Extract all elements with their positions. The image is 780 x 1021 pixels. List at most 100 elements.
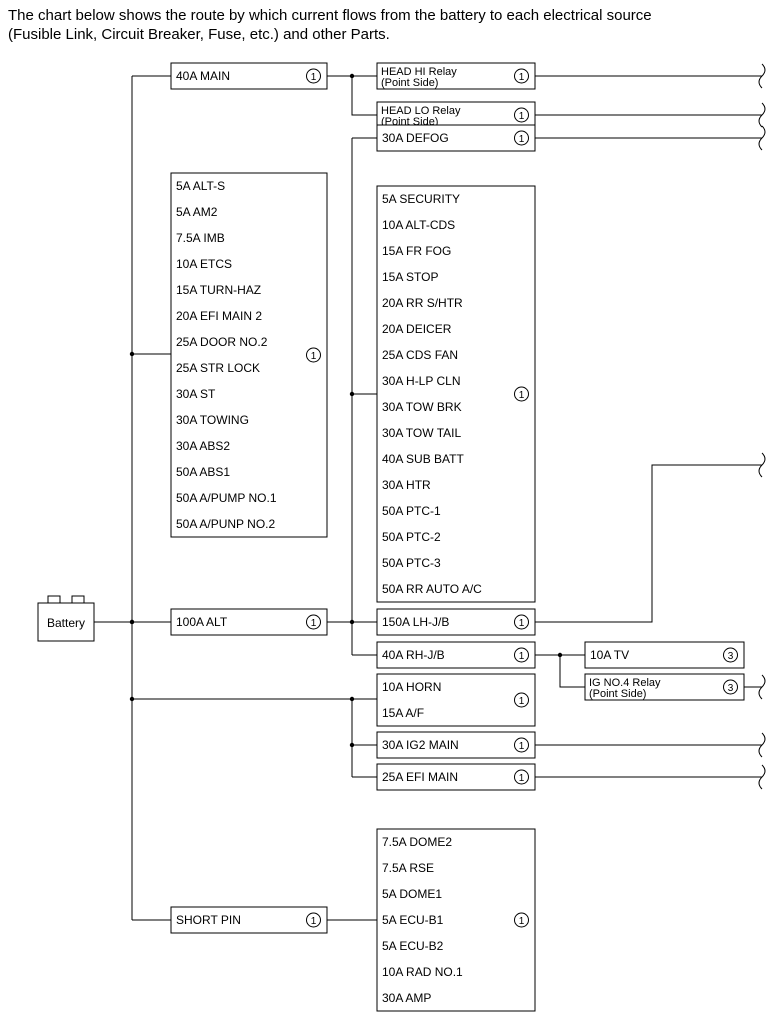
head-hi-relay	[376, 62, 536, 90]
ref-circle	[514, 130, 529, 146]
ref-number: 1	[519, 696, 525, 707]
alt-fuse-group-item: 20A DEICER	[382, 322, 452, 336]
ref-circle	[306, 912, 321, 928]
continuation-mark	[758, 674, 766, 700]
ref-number: 3	[728, 683, 734, 694]
continuation-mark	[758, 102, 766, 128]
battery-terminal	[71, 595, 85, 604]
short-pin-fuse-group-item: 5A ECU-B2	[382, 939, 444, 953]
alt-fuse-group-item: 30A TOW BRK	[382, 400, 462, 414]
battery-terminal	[47, 595, 61, 604]
fuse-10a-tv	[584, 641, 745, 669]
battery-fuse-group-item: 50A ABS1	[176, 465, 230, 479]
ref-circle	[514, 692, 529, 708]
ref-number: 1	[311, 618, 317, 629]
alt-fuse-group-item: 5A SECURITY	[382, 192, 460, 206]
alt-fuse-group	[376, 185, 536, 603]
alt-fuse-group-item: 30A HTR	[382, 478, 431, 492]
link-40a-main-label: 40A MAIN	[176, 69, 230, 83]
ref-number: 1	[519, 618, 525, 629]
continuation-mark	[758, 452, 766, 478]
ref-circle	[723, 647, 738, 663]
alt-fuse-group-item: 50A PTC-3	[382, 556, 441, 570]
ig-no4-relay	[584, 673, 745, 701]
battery-fuse-group-item: 7.5A IMB	[176, 231, 225, 245]
battery-symbol	[37, 602, 95, 642]
fuse-30a-defog	[376, 124, 536, 152]
link-short-pin	[170, 906, 328, 934]
ref-circle	[306, 614, 321, 630]
ref-circle	[306, 347, 321, 363]
alt-fuse-group-item: 30A TOW TAIL	[382, 426, 461, 440]
fuse-40a-rh-jb-label: 40A RH-J/B	[382, 648, 445, 662]
alt-fuse-group-item: 50A PTC-2	[382, 530, 441, 544]
fuse-40a-rh-jb	[376, 641, 536, 669]
ref-circle	[514, 107, 529, 123]
head-hi-relay-label-2: (Point Side)	[381, 77, 438, 89]
wire	[351, 76, 377, 116]
short-pin-fuse-group-item: 5A ECU-B1	[382, 913, 444, 927]
short-pin-fuse-group	[376, 828, 536, 1012]
fuse-30a-ig2-main	[376, 731, 536, 759]
alt-fuse-group-item: 30A H-LP CLN	[382, 374, 461, 388]
ref-circle	[514, 912, 529, 928]
fuse-25a-efi-main-label: 25A EFI MAIN	[382, 770, 458, 784]
link-short-pin-label: SHORT PIN	[176, 913, 241, 927]
wire	[535, 464, 762, 623]
horn-fuse-group	[376, 673, 536, 727]
ref-number: 1	[311, 351, 317, 362]
alt-fuse-group-item: 15A STOP	[382, 270, 438, 284]
ref-number: 1	[519, 651, 525, 662]
ref-number: 3	[728, 651, 734, 662]
ref-circle	[514, 647, 529, 663]
alt-fuse-group-item: 20A RR S/HTR	[382, 296, 463, 310]
link-100a-alt-label: 100A ALT	[176, 615, 228, 629]
ref-number: 1	[519, 390, 525, 401]
battery-fuse-group-item: 30A ABS2	[176, 439, 230, 453]
fuse-10a-tv-label: 10A TV	[590, 648, 629, 662]
link-40a-main	[170, 62, 328, 90]
continuation-mark	[758, 732, 766, 758]
alt-fuse-group-item: 25A CDS FAN	[382, 348, 458, 362]
battery-fuse-group-item: 25A DOOR NO.2	[176, 335, 268, 349]
intro-text: The chart below shows the route by which…	[8, 6, 778, 44]
short-pin-fuse-group-item: 7.5A DOME2	[382, 835, 452, 849]
junction-dot	[129, 696, 135, 702]
fuse-30a-defog-label: 30A DEFOG	[382, 131, 449, 145]
alt-fuse-group-item: 15A FR FOG	[382, 244, 451, 258]
short-pin-fuse-group-item: 7.5A RSE	[382, 861, 434, 875]
junction-dot	[349, 742, 355, 748]
alt-fuse-group-item: 50A PTC-1	[382, 504, 441, 518]
continuation-mark	[758, 764, 766, 790]
battery-fuse-group-item: 5A AM2	[176, 205, 218, 219]
ref-number: 1	[519, 741, 525, 752]
ref-number: 1	[311, 916, 317, 927]
junction-dot	[129, 619, 135, 625]
battery-fuse-group-item: 10A ETCS	[176, 257, 232, 271]
ref-circle	[514, 614, 529, 630]
horn-fuse-group-item: 15A A/F	[382, 706, 424, 720]
battery-fuse-group	[170, 172, 328, 538]
ref-circle	[514, 386, 529, 402]
alt-fuse-group-item: 50A RR AUTO A/C	[382, 582, 482, 596]
ref-number: 1	[519, 111, 525, 122]
ref-number: 1	[519, 773, 525, 784]
head-lo-relay-label-1: HEAD LO Relay	[381, 105, 461, 117]
ref-circle	[514, 769, 529, 785]
junction-dot	[129, 351, 135, 357]
intro-line-2: (Fusible Link, Circuit Breaker, Fuse, et…	[8, 26, 390, 43]
battery-fuse-group-item: 5A ALT-S	[176, 179, 225, 193]
wire	[559, 655, 585, 688]
alt-fuse-group-item: 40A SUB BATT	[382, 452, 464, 466]
battery-fuse-group-item: 30A TOWING	[176, 413, 249, 427]
ref-number: 1	[311, 72, 317, 83]
alt-fuse-group-item: 10A ALT-CDS	[382, 218, 455, 232]
fuse-30a-ig2-main-label: 30A IG2 MAIN	[382, 738, 459, 752]
link-100a-alt	[170, 608, 328, 636]
intro-line-1: The chart below shows the route by which…	[8, 7, 652, 24]
battery-fuse-group-item: 30A ST	[176, 387, 216, 401]
battery-fuse-group-item: 50A A/PUMP NO.1	[176, 491, 277, 505]
continuation-mark	[758, 125, 766, 151]
short-pin-fuse-group-item: 10A RAD NO.1	[382, 965, 463, 979]
